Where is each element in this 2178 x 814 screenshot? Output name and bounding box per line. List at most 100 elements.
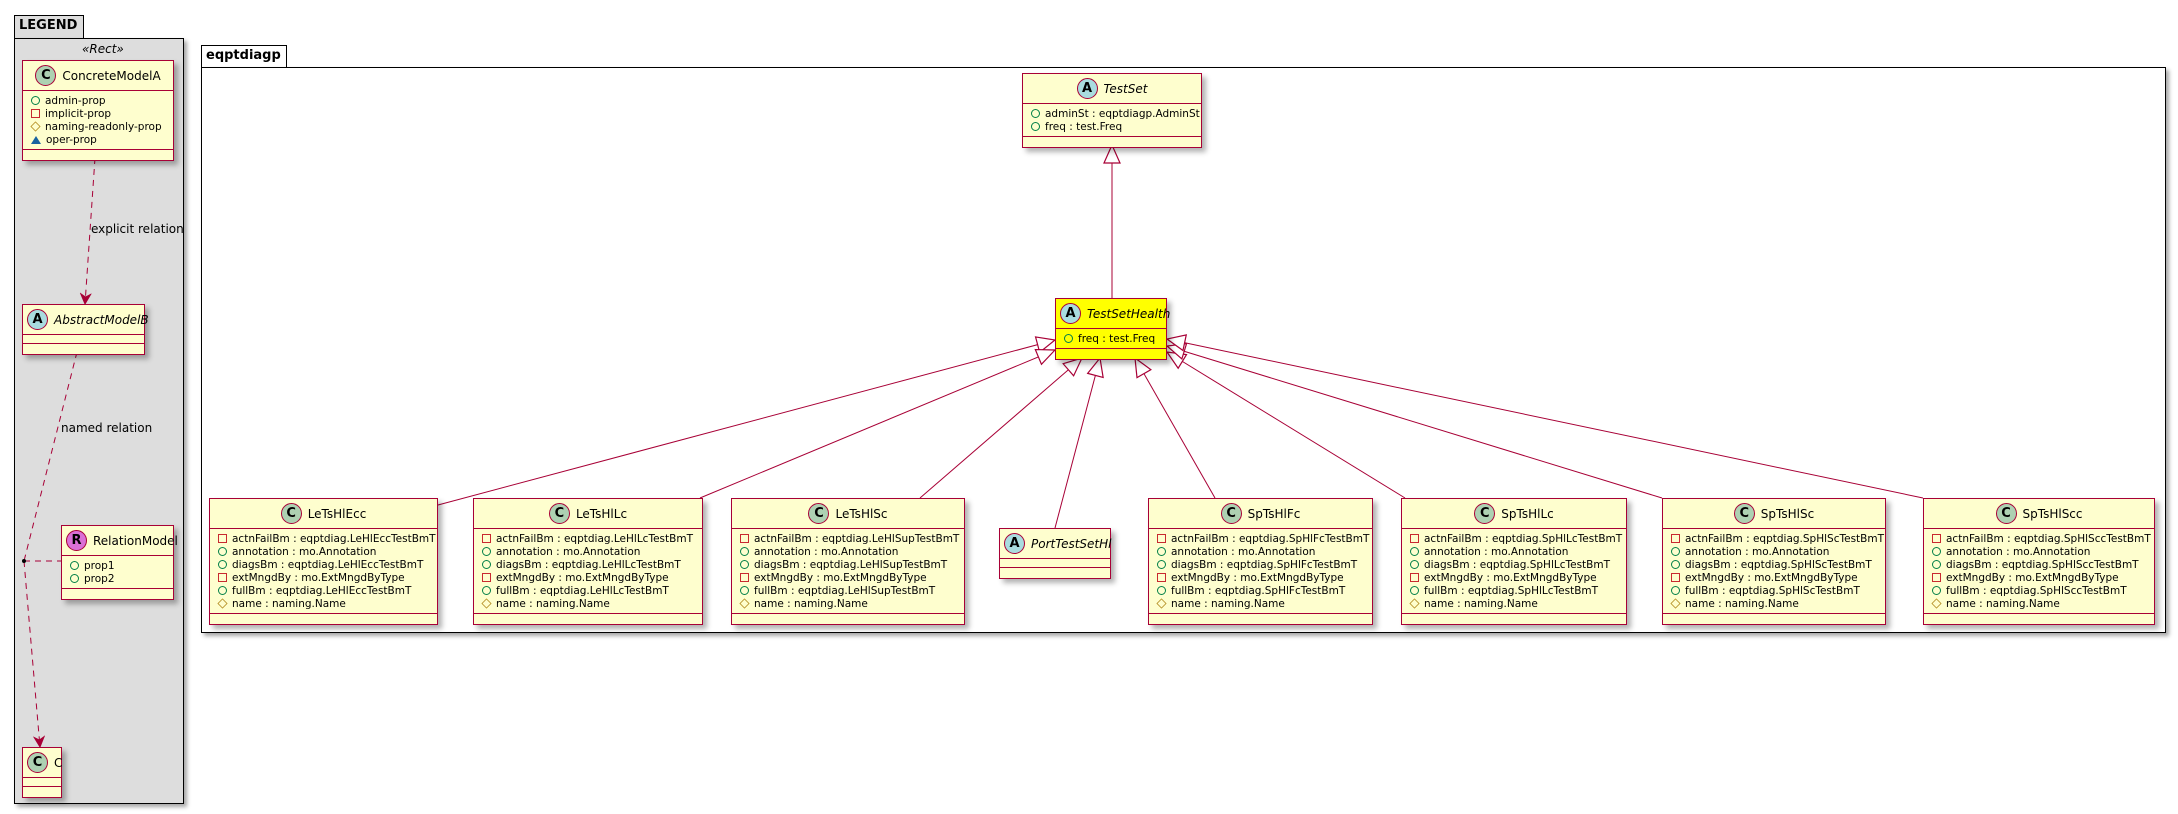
attribute-text: diagsBm : eqptdiag.LeHlLcTestBmT — [496, 558, 681, 571]
generalization-edge — [1167, 346, 1663, 499]
public-visibility-icon — [1671, 547, 1680, 556]
attribute-text: fullBm : eqptdiag.LeHlSupTestBmT — [754, 584, 936, 597]
generalization-edge — [699, 350, 1055, 499]
attribute-list — [23, 335, 144, 344]
attribute: freq : test.Freq — [1031, 120, 1195, 133]
attribute: annotation : mo.Annotation — [218, 545, 431, 558]
attribute-text: name : naming.Name — [496, 597, 610, 610]
operation-list — [1924, 614, 2154, 624]
generalization-edge — [437, 340, 1055, 506]
attribute: actnFailBm : eqptdiag.SpHlScTestBmT — [1671, 532, 1884, 545]
operation-list — [1402, 614, 1626, 624]
attribute-text: oper-prop — [46, 133, 97, 146]
attribute-text: extMngdBy : mo.ExtMngdByType — [754, 571, 927, 584]
attribute: naming-readonly-prop — [30, 120, 167, 133]
attribute: diagsBm : eqptdiag.LeHlEccTestBmT — [218, 558, 431, 571]
class-icon: C — [1220, 503, 1242, 524]
attribute: actnFailBm : eqptdiag.SpHlSccTestBmT — [1932, 532, 2151, 545]
attribute: implicit-prop — [31, 107, 167, 120]
public-visibility-icon — [70, 561, 79, 570]
attribute-text: prop1 — [84, 559, 115, 572]
attribute: name : naming.Name — [217, 597, 431, 610]
class-name: PortTestSetHl — [1031, 536, 1112, 551]
attribute-text: annotation : mo.Annotation — [1946, 545, 2091, 558]
attribute-text: diagsBm : eqptdiag.SpHlSccTestBmT — [1946, 558, 2139, 571]
class-name: RelationModel — [93, 533, 178, 548]
attribute-text: actnFailBm : eqptdiag.LeHlLcTestBmT — [496, 532, 693, 545]
attribute-list — [23, 778, 61, 787]
attribute-list — [1000, 559, 1110, 568]
attribute: diagsBm : eqptdiag.LeHlLcTestBmT — [482, 558, 696, 571]
public-visibility-icon — [482, 586, 491, 595]
abstract-class-icon: A — [1004, 533, 1025, 554]
public-visibility-icon — [1932, 586, 1941, 595]
public-visibility-icon — [1410, 547, 1419, 556]
attribute-text: diagsBm : eqptdiag.SpHlScTestBmT — [1685, 558, 1872, 571]
public-visibility-icon — [218, 547, 227, 556]
private-visibility-icon — [1671, 534, 1680, 543]
class-name: ConcreteModelA — [62, 68, 161, 83]
attribute: name : naming.Name — [1156, 597, 1366, 610]
operation-list — [23, 150, 173, 160]
attribute-text: annotation : mo.Annotation — [754, 545, 899, 558]
public-visibility-icon — [740, 586, 749, 595]
attribute: extMngdBy : mo.ExtMngdByType — [1671, 571, 1879, 584]
legend-stereotype: «Rect» — [82, 42, 124, 56]
operation-list — [732, 614, 964, 624]
class-name: SpTsHlSc — [1760, 506, 1815, 521]
public-visibility-icon — [1671, 586, 1680, 595]
attribute-text: freq : test.Freq — [1045, 120, 1123, 133]
attribute: actnFailBm : eqptdiag.LeHlSupTestBmT — [740, 532, 959, 545]
public-visibility-icon — [482, 547, 491, 556]
attribute: diagsBm : eqptdiag.SpHlScTestBmT — [1671, 558, 1879, 571]
attribute: fullBm : eqptdiag.SpHlSccTestBmT — [1932, 584, 2148, 597]
attribute-text: fullBm : eqptdiag.LeHlEccTestBmT — [232, 584, 412, 597]
attribute: actnFailBm : eqptdiag.SpHlFcTestBmT — [1157, 532, 1369, 545]
protected-visibility-icon — [1156, 598, 1167, 609]
public-visibility-icon — [1064, 334, 1073, 343]
attribute-text: annotation : mo.Annotation — [1424, 545, 1569, 558]
class-name: LeTsHlEcc — [307, 506, 367, 521]
attribute: extMngdBy : mo.ExtMngdByType — [218, 571, 431, 584]
class-header: A PortTestSetHl — [1000, 529, 1112, 559]
operation-list — [62, 589, 173, 599]
attribute-text: prop2 — [84, 572, 115, 585]
attribute-text: diagsBm : eqptdiag.SpHlLcTestBmT — [1424, 558, 1611, 571]
public-visibility-icon — [1932, 560, 1941, 569]
attribute-text: fullBm : eqptdiag.SpHlScTestBmT — [1685, 584, 1860, 597]
attribute-text: extMngdBy : mo.ExtMngdByType — [496, 571, 669, 584]
private-visibility-icon — [482, 534, 491, 543]
private-visibility-icon — [740, 573, 749, 582]
class-name: TestSet — [1103, 81, 1148, 96]
public-visibility-icon — [1031, 122, 1040, 131]
class-port-test-set-hl[interactable]: A PortTestSetHl — [999, 528, 1111, 579]
attribute-text: actnFailBm : eqptdiag.SpHlScTestBmT — [1685, 532, 1884, 545]
attribute-text: actnFailBm : eqptdiag.SpHlSccTestBmT — [1946, 532, 2151, 545]
legend-package-tab: LEGEND — [14, 15, 84, 39]
class-icon: C — [1474, 503, 1496, 524]
class-name: LeTsHlSc — [835, 506, 888, 521]
private-visibility-icon — [1157, 573, 1166, 582]
private-visibility-icon — [31, 109, 40, 118]
attribute: name : naming.Name — [481, 597, 696, 610]
attribute: extMngdBy : mo.ExtMngdByType — [1410, 571, 1620, 584]
